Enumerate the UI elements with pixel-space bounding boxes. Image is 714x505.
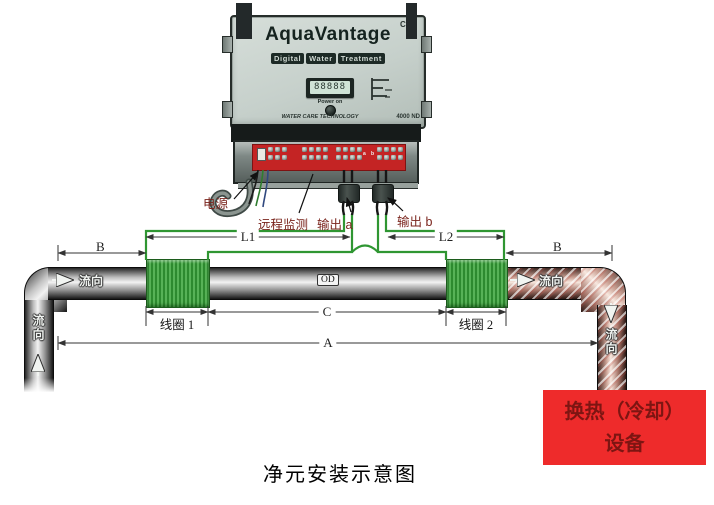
coil2-label: 线圈 2 [458, 318, 494, 332]
pipe-left-fade [22, 378, 54, 394]
lcd-display: 88888 [306, 78, 354, 98]
dim-label-b-right: B [553, 239, 562, 254]
annotation-arrows [233, 171, 404, 214]
diagram-title: 净元安装示意图 [263, 464, 417, 486]
terminal-screws [336, 147, 362, 160]
terminal-box-side [236, 3, 252, 39]
terminal-screw [309, 155, 314, 160]
dimension-lines [57, 234, 613, 350]
terminal-screw [357, 155, 362, 160]
terminal-screw [336, 147, 341, 152]
pipe-vertical-left [24, 300, 54, 392]
gland-wires [341, 170, 389, 216]
terminal-screw [398, 155, 403, 160]
terminal-screws [377, 147, 403, 160]
dim-label-b-left: B [96, 239, 105, 254]
terminal-screw [323, 155, 328, 160]
terminal-marker-a: a [363, 151, 366, 157]
model-number: 4000 ND [396, 114, 420, 120]
terminal-screw [282, 155, 287, 160]
terminal-screw [275, 147, 280, 152]
terminal-screw [268, 147, 273, 152]
terminal-screw [275, 155, 280, 160]
dim-label-l2: L2 [434, 229, 458, 245]
dim-label-c: C [318, 304, 336, 320]
lcd-caption: Power on [317, 99, 343, 105]
terminal-screw [350, 147, 355, 152]
terminal-screw [377, 147, 382, 152]
terminal-screw [309, 147, 314, 152]
power-connector [257, 148, 266, 161]
power-label: 电源 [203, 197, 229, 211]
output-b-label: 输出 b [397, 215, 433, 229]
output-a-label: 输出 a [317, 218, 353, 232]
terminal-box-side [406, 3, 417, 39]
terminal-screw [391, 155, 396, 160]
power-button[interactable] [325, 105, 336, 116]
terminal-screws [268, 147, 287, 160]
power-cord [209, 169, 269, 218]
manufacturer-text: WATER CARE TECHNOLOGY [281, 114, 359, 120]
flow-arrows [38, 280, 611, 376]
remote-monitoring-label: 远程监测 [258, 218, 309, 232]
mount-tab [421, 101, 432, 118]
terminal-screw [323, 147, 328, 152]
subtitle-word: Digital [271, 53, 305, 64]
pipe-elbow-right [581, 267, 626, 312]
terminal-screw [391, 147, 396, 152]
flow-legend-icon [371, 78, 392, 100]
terminal-screw [336, 155, 341, 160]
terminal-screw [384, 147, 389, 152]
subtitle-word: Water [306, 53, 336, 64]
coil-2 [446, 259, 508, 308]
dim-label-l1: L1 [236, 229, 260, 245]
enclosure-band [231, 124, 421, 142]
terminal-box-base [238, 183, 418, 189]
heat-exchanger-box: 换热（冷却） 设备 [543, 390, 706, 465]
brand-logo: AquaVantage [265, 24, 391, 45]
terminal-screw [357, 147, 362, 152]
mount-tab [222, 101, 233, 118]
dim-label-a: A [319, 335, 337, 351]
terminal-screws [302, 147, 328, 160]
coil1-label: 线圈 1 [159, 318, 195, 332]
heat-exchanger-line2: 设备 [604, 432, 645, 455]
terminal-screw [377, 155, 382, 160]
terminal-screw [316, 147, 321, 152]
flow-label-right-vertical: 流向 [604, 328, 618, 356]
terminal-marker-b: b [371, 151, 375, 157]
terminal-screw [398, 147, 403, 152]
mount-tab [222, 36, 233, 53]
terminal-screw [302, 155, 307, 160]
pipe-horizontal-steel [48, 267, 508, 300]
terminal-screw [302, 147, 307, 152]
terminal-screw [384, 155, 389, 160]
od-label: OD [317, 274, 339, 286]
terminal-screw [350, 155, 355, 160]
mount-tab [421, 36, 432, 53]
flow-label-left-vertical: 流向 [31, 314, 45, 342]
terminal-screw [343, 147, 348, 152]
subtitle-word: Treatment [337, 53, 385, 64]
coil-1 [146, 259, 210, 308]
terminal-screw [268, 155, 273, 160]
flow-label-left-horizontal: 流向 [79, 274, 104, 288]
terminal-screw [282, 147, 287, 152]
lcd-value: 88888 [310, 81, 350, 94]
heat-exchanger-line1: 换热（冷却） [564, 400, 685, 423]
flow-label-right-horizontal: 流向 [539, 274, 564, 288]
terminal-screw [316, 155, 321, 160]
terminal-screw [343, 155, 348, 160]
